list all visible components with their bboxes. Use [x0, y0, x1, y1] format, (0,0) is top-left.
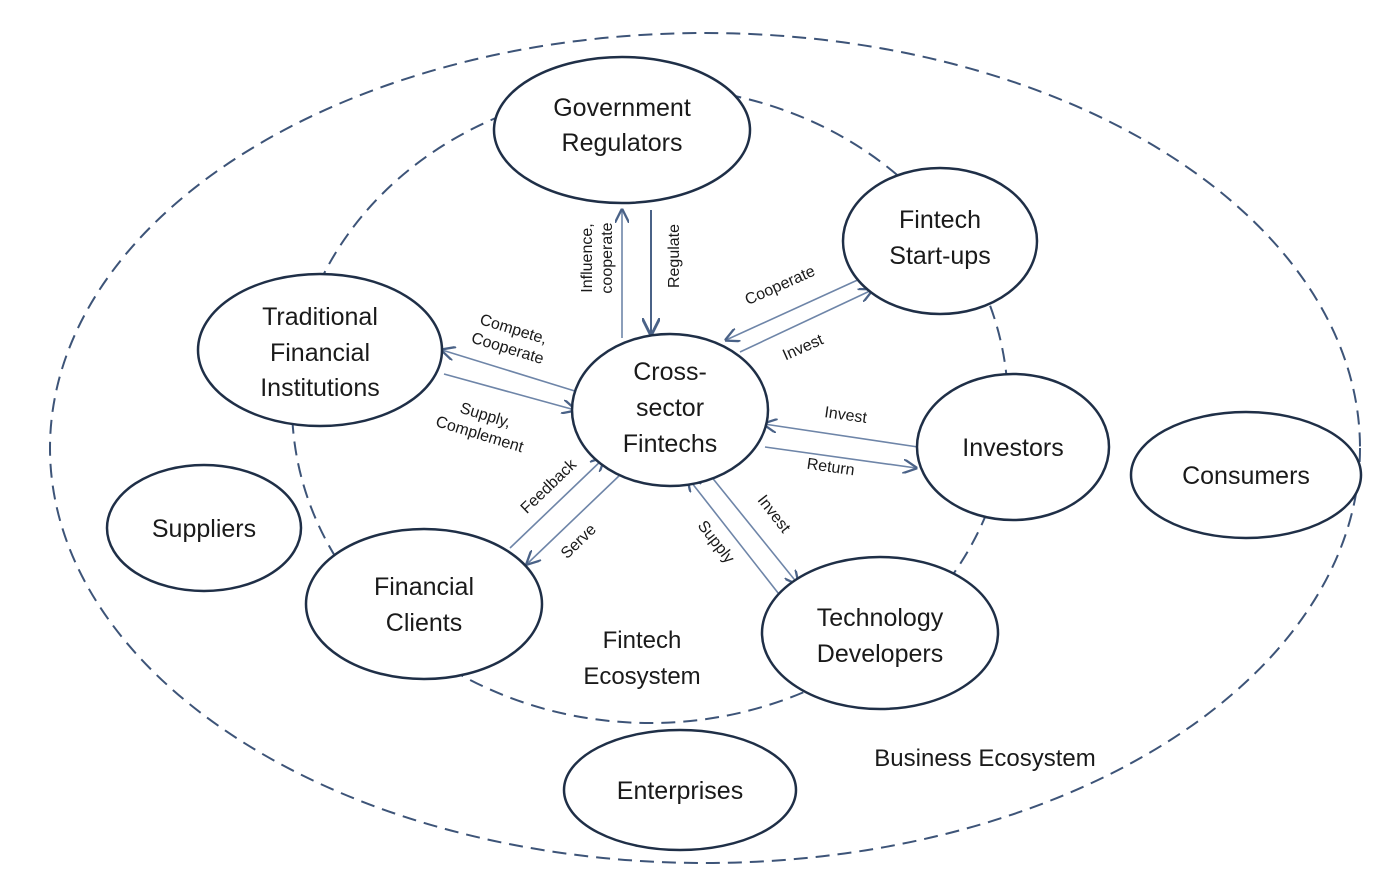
government-label-1: Government: [553, 94, 691, 122]
node-clients: Financial Clients: [304, 527, 544, 681]
business-ecosystem-label: Business Ecosystem: [874, 745, 1095, 772]
arrow-cooperate-startups: [726, 277, 863, 340]
startups-label-2: Start-ups: [889, 242, 990, 270]
government-label-2: Regulators: [562, 129, 683, 157]
clients-label-2: Clients: [386, 609, 462, 637]
arrow-invest-dev: [705, 469, 798, 584]
node-enterprises: Enterprises: [562, 728, 798, 852]
fintech-ecosystem-label-2: Ecosystem: [583, 663, 700, 690]
relation-arrows: [442, 210, 919, 599]
consumers-label: Consumers: [1182, 462, 1310, 490]
node-traditional: Traditional Financial Institutions: [196, 272, 444, 428]
return-label: Return: [806, 456, 856, 480]
node-suppliers: Suppliers: [105, 463, 303, 593]
business-ecosystem-boundary: [49, 32, 1361, 864]
cooperate-startups-label: Cooperate: [743, 263, 818, 309]
invest-investors-label: Invest: [823, 404, 868, 427]
node-investors: Investors: [915, 372, 1111, 522]
node-center: Cross- sector Fintechs: [570, 332, 770, 488]
arrow-return: [764, 446, 916, 468]
enterprises-label: Enterprises: [617, 777, 743, 805]
investors-label: Investors: [962, 434, 1063, 462]
feedback-label: Feedback: [518, 456, 581, 518]
developers-label-2: Developers: [817, 640, 943, 668]
regulate-label: Regulate: [666, 224, 683, 288]
arrow-invest-investors: [764, 424, 919, 448]
center-label-3: Fintechs: [623, 430, 717, 458]
fintech-ecosystem-label: Fintech: [603, 627, 682, 654]
developers-label-1: Technology: [817, 604, 944, 632]
traditional-label-3: Institutions: [260, 374, 380, 402]
node-developers: Technology Developers: [760, 555, 1000, 711]
arrow-supply-dev: [688, 478, 783, 599]
influence-label: Influence,: [579, 223, 596, 292]
center-label-2: sector: [636, 394, 704, 422]
arrow-invest-startups: [739, 290, 872, 353]
invest-dev-label: Invest: [754, 492, 794, 537]
arrow-compete: [442, 350, 579, 393]
node-startups: Fintech Start-ups: [841, 166, 1039, 316]
traditional-label-2: Financial: [270, 339, 370, 367]
startups-label-1: Fintech: [899, 206, 981, 234]
clients-label-1: Financial: [374, 573, 474, 601]
arrow-supply-complement: [443, 373, 575, 410]
influence-label-2: cooperate: [599, 222, 616, 293]
node-government: Government Regulators: [492, 55, 752, 205]
node-consumers: Consumers: [1129, 410, 1363, 540]
traditional-label-1: Traditional: [262, 303, 378, 331]
invest-startups-label: Invest: [780, 331, 826, 364]
arrow-feedback: [509, 458, 604, 549]
arrow-serve: [527, 473, 622, 564]
center-label-1: Cross-: [633, 358, 707, 386]
supply-dev-label: Supply: [694, 518, 738, 567]
suppliers-label: Suppliers: [152, 515, 256, 543]
